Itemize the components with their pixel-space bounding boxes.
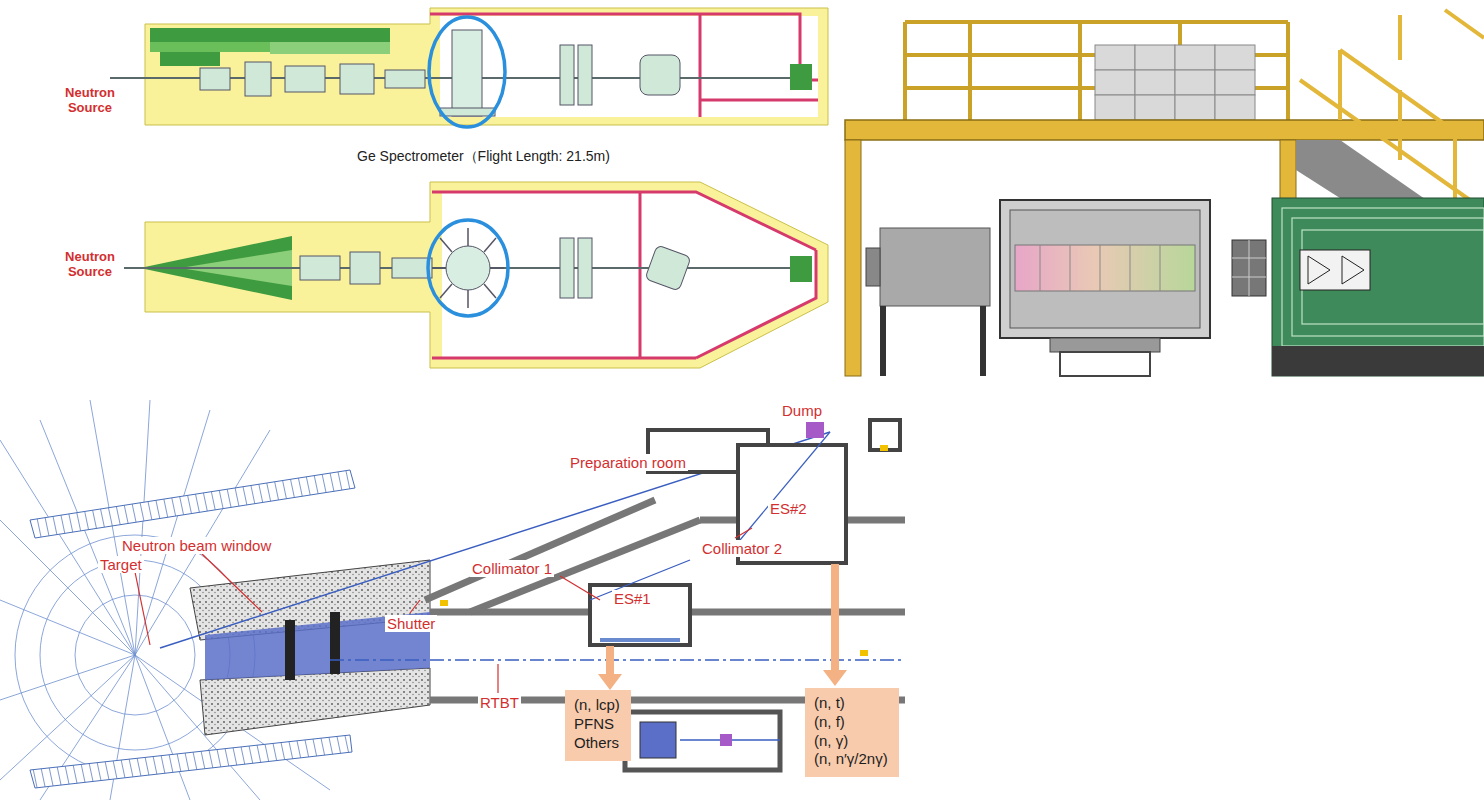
lower-plan <box>110 182 828 368</box>
source-label: Neutron Source <box>56 250 124 280</box>
reaction-box: (n, lcp)PFNSOthers <box>565 690 631 761</box>
room-label: ES#1 <box>612 590 653 607</box>
room-label: Dump <box>780 402 824 419</box>
reaction-text: (n, γ) <box>814 732 890 751</box>
source-label: Neutron Source <box>56 86 124 116</box>
reaction-text: PFNS <box>574 715 622 734</box>
part-label: Collimator 1 <box>470 560 554 577</box>
part-label: RTBT <box>478 694 521 711</box>
room-label: Preparation room <box>568 454 688 471</box>
part-label: Target <box>98 556 144 573</box>
reaction-text: (n, f) <box>814 713 890 732</box>
upper-plan <box>110 8 828 127</box>
caption-label: Ge Spectrometer（Flight Length: 21.5m) <box>355 148 612 164</box>
reaction-text: Others <box>574 734 622 753</box>
cad-view <box>845 10 1484 376</box>
reaction-text: (n, t) <box>814 694 890 713</box>
facility-layout <box>0 400 905 800</box>
reaction-box: (n, t)(n, f)(n, γ)(n, n′γ/2nγ) <box>805 688 899 777</box>
reaction-text: (n, lcp) <box>574 696 622 715</box>
reaction-text: (n, n′γ/2nγ) <box>814 750 890 769</box>
room-label: ES#2 <box>768 500 809 517</box>
part-label: Shutter <box>385 615 437 632</box>
part-label: Collimator 2 <box>700 540 784 557</box>
part-label: Neutron beam window <box>120 537 273 554</box>
